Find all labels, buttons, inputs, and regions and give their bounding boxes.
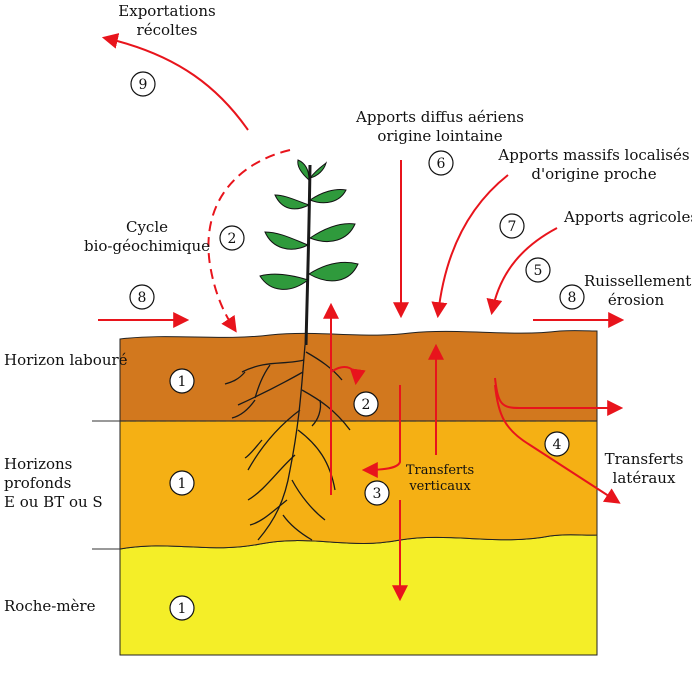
arrow-cycle-soil xyxy=(330,366,366,386)
arrow-cycle-dashed xyxy=(207,149,291,333)
layer-roche-mere xyxy=(119,534,598,656)
label-roche-mere: Roche-mère xyxy=(4,597,96,615)
marker-5: 5 xyxy=(534,263,543,279)
marker-1-mid: 1 xyxy=(178,476,187,492)
arrow-lateral-down xyxy=(494,384,621,504)
marker-8-right-circle xyxy=(559,284,585,310)
label-exportations: Exportations récoltes xyxy=(118,2,216,39)
marker-9-circle xyxy=(130,71,156,97)
label-apports-diffus: Apports diffus aériens origine lointaine xyxy=(356,108,524,145)
marker-2-cycle: 2 xyxy=(228,231,237,247)
marker-3: 3 xyxy=(373,486,382,502)
label-apports-agricoles: Apports agricoles xyxy=(564,208,692,226)
marker-7: 7 xyxy=(508,219,517,235)
label-horizons-profonds: Horizons profonds E ou BT ou S xyxy=(4,455,103,511)
marker-1-top: 1 xyxy=(178,374,187,390)
layer-horizons-profonds xyxy=(119,420,598,550)
label-transferts-verticaux: Transferts verticaux xyxy=(405,463,475,494)
marker-6: 6 xyxy=(437,156,446,172)
marker-1-top-circle xyxy=(169,368,195,394)
marker-8-right: 8 xyxy=(568,290,577,306)
marker-1-bot-circle xyxy=(169,595,195,621)
arrow-exportations xyxy=(101,33,249,131)
label-ruissellement: Ruissellement érosion xyxy=(584,272,692,309)
arrow-transfert-down-1 xyxy=(361,385,401,478)
marker-5-circle xyxy=(525,257,551,283)
marker-4: 4 xyxy=(553,437,562,453)
label-transferts-lateraux: Transferts latéraux xyxy=(604,450,684,487)
label-apports-massifs: Apports massifs localisés d'origine proc… xyxy=(498,146,690,183)
marker-7-circle xyxy=(499,213,525,239)
marker-1-bot: 1 xyxy=(178,601,187,617)
marker-1-mid-circle xyxy=(169,470,195,496)
plant-roots xyxy=(224,344,351,541)
marker-2-soil: 2 xyxy=(362,397,371,413)
marker-9: 9 xyxy=(139,77,148,93)
marker-2-soil-circle xyxy=(353,391,379,417)
marker-3-circle xyxy=(364,480,390,506)
marker-8-left-circle xyxy=(129,284,155,310)
plant xyxy=(259,159,359,346)
arrow-apports-agricoles xyxy=(486,227,558,316)
marker-4-circle xyxy=(544,431,570,457)
marker-6-circle xyxy=(428,150,454,176)
marker-8-left: 8 xyxy=(138,290,147,306)
label-horizon-laboure: Horizon labouré xyxy=(4,351,128,369)
marker-2-cycle-circle xyxy=(219,225,245,251)
label-cycle: Cycle bio-géochimique xyxy=(83,218,211,255)
arrow-apports-massifs xyxy=(431,174,509,319)
